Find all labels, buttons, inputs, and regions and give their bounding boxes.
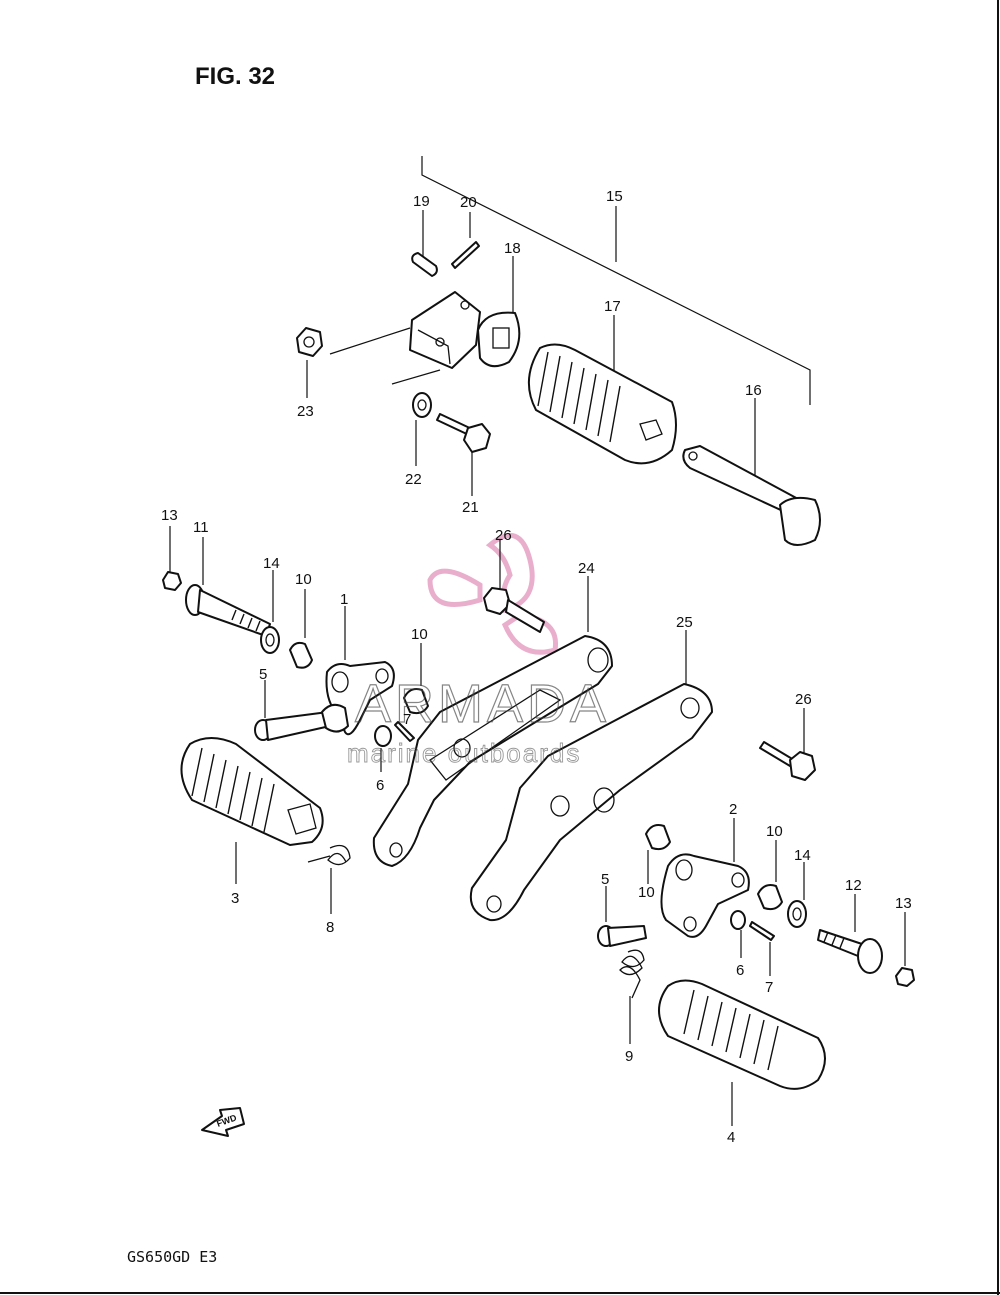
callout-7-right: 7	[765, 979, 773, 996]
footpeg-rubber-17	[527, 315, 677, 465]
callout-10-d: 10	[766, 823, 783, 840]
nut-13-right	[895, 912, 915, 987]
callout-labels: 1 2 3 4 5 5 6 6 7 7 8 9 10 10 10 10 11 1…	[161, 188, 912, 1146]
callout-19: 19	[413, 193, 430, 210]
washer-18	[477, 256, 521, 368]
footpeg-3	[180, 737, 324, 884]
bushing-10-right-b	[757, 840, 783, 911]
callout-4: 4	[727, 1129, 735, 1146]
figure-title: FIG. 32	[195, 63, 275, 90]
bolt-26-right	[759, 708, 816, 781]
callout-24: 24	[578, 560, 595, 577]
callout-26-right: 26	[795, 691, 812, 708]
bolt-21	[436, 413, 491, 496]
callout-10-b: 10	[411, 626, 428, 643]
cotter-pin-7-left	[394, 721, 415, 742]
callout-10-a: 10	[295, 571, 312, 588]
nut-13-left	[162, 526, 182, 591]
cotter-pin-7-right	[749, 921, 775, 976]
callout-7-left: 7	[403, 711, 411, 728]
footpeg-bracket-2	[660, 818, 750, 938]
washer-6-left	[374, 725, 392, 772]
bolt-26-center	[483, 540, 545, 633]
callout-12: 12	[845, 877, 862, 894]
callout-13-left: 13	[161, 507, 178, 524]
group-bracket-15	[421, 156, 811, 405]
callout-26-center: 26	[495, 527, 512, 544]
callout-18: 18	[504, 240, 521, 257]
bushing-10-right-a	[645, 824, 671, 884]
callout-1: 1	[340, 591, 348, 608]
washer-14-left	[260, 570, 280, 654]
bushing-10-left	[289, 589, 313, 669]
callout-16: 16	[745, 382, 762, 399]
washer-6-right	[730, 910, 746, 958]
callout-5-left: 5	[259, 666, 267, 683]
callout-10-c: 10	[638, 884, 655, 901]
callout-6-left: 6	[376, 777, 384, 794]
watermark-tagline: marine outboards	[347, 738, 581, 768]
callout-17: 17	[604, 298, 621, 315]
footrest-plate-25	[469, 630, 713, 922]
bolt-11	[185, 537, 271, 637]
spring-9	[619, 949, 645, 1044]
callout-14-right: 14	[794, 847, 811, 864]
callout-11: 11	[193, 519, 209, 536]
callout-25: 25	[676, 614, 693, 631]
footrest-plate-24	[372, 576, 613, 867]
nut-23	[296, 327, 323, 398]
forward-arrow-icon: FWD	[201, 1107, 245, 1137]
washer-22	[412, 392, 432, 466]
cotter-pin-20	[451, 212, 480, 269]
callout-20: 20	[460, 194, 477, 211]
callout-15: 15	[606, 188, 623, 205]
watermark-brand: ARMADA	[355, 674, 610, 734]
bolt-12	[817, 894, 883, 974]
washer-14-right	[787, 862, 807, 928]
callout-3: 3	[231, 890, 239, 907]
clevis-pin-19	[411, 210, 438, 277]
footpeg-4	[658, 979, 826, 1126]
callout-23: 23	[297, 403, 314, 420]
callout-22: 22	[405, 471, 422, 488]
callout-8: 8	[326, 919, 334, 936]
spring-8	[307, 844, 351, 914]
model-code: GS650GD E3	[127, 1248, 217, 1266]
callout-21: 21	[462, 499, 479, 516]
callout-9: 9	[625, 1048, 633, 1065]
bushing-10-left-b	[403, 643, 429, 715]
footpeg-shaft-16	[682, 398, 821, 546]
callout-14-left: 14	[263, 555, 280, 572]
callout-13-right: 13	[895, 895, 912, 912]
callout-2: 2	[729, 801, 737, 818]
pin-5-right	[597, 886, 647, 947]
callout-5-right: 5	[601, 871, 609, 888]
callout-6-right: 6	[736, 962, 744, 979]
bracket-plate	[329, 291, 481, 385]
pin-5-left	[254, 680, 349, 741]
